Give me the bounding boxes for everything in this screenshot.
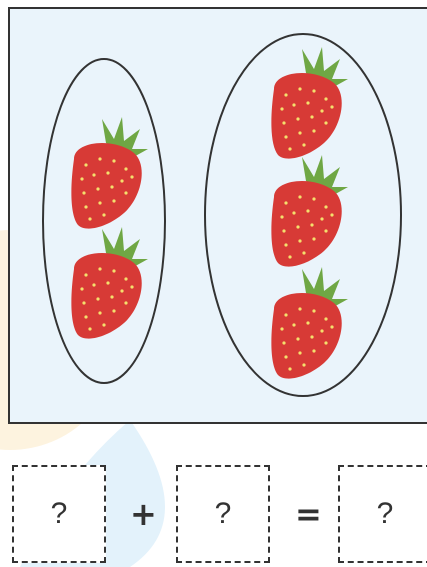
strawberry-icon <box>271 47 348 159</box>
plus-sign: + <box>130 495 157 533</box>
strawberry-scene <box>42 33 402 397</box>
strawberry-icon <box>271 267 348 379</box>
strawberry-icon <box>71 117 148 229</box>
strawberry-icon <box>271 155 348 267</box>
strawberry-icon <box>71 227 148 339</box>
left-group-oval <box>42 58 166 384</box>
first-addend-box[interactable]: ? <box>12 465 106 563</box>
second-addend-box[interactable]: ? <box>176 465 270 563</box>
picture-panel <box>8 7 427 424</box>
addition-equation: ? + ? = ? <box>0 465 427 567</box>
right-group-oval <box>204 33 402 397</box>
equals-sign: = <box>295 495 322 533</box>
sum-box[interactable]: ? <box>338 465 427 563</box>
